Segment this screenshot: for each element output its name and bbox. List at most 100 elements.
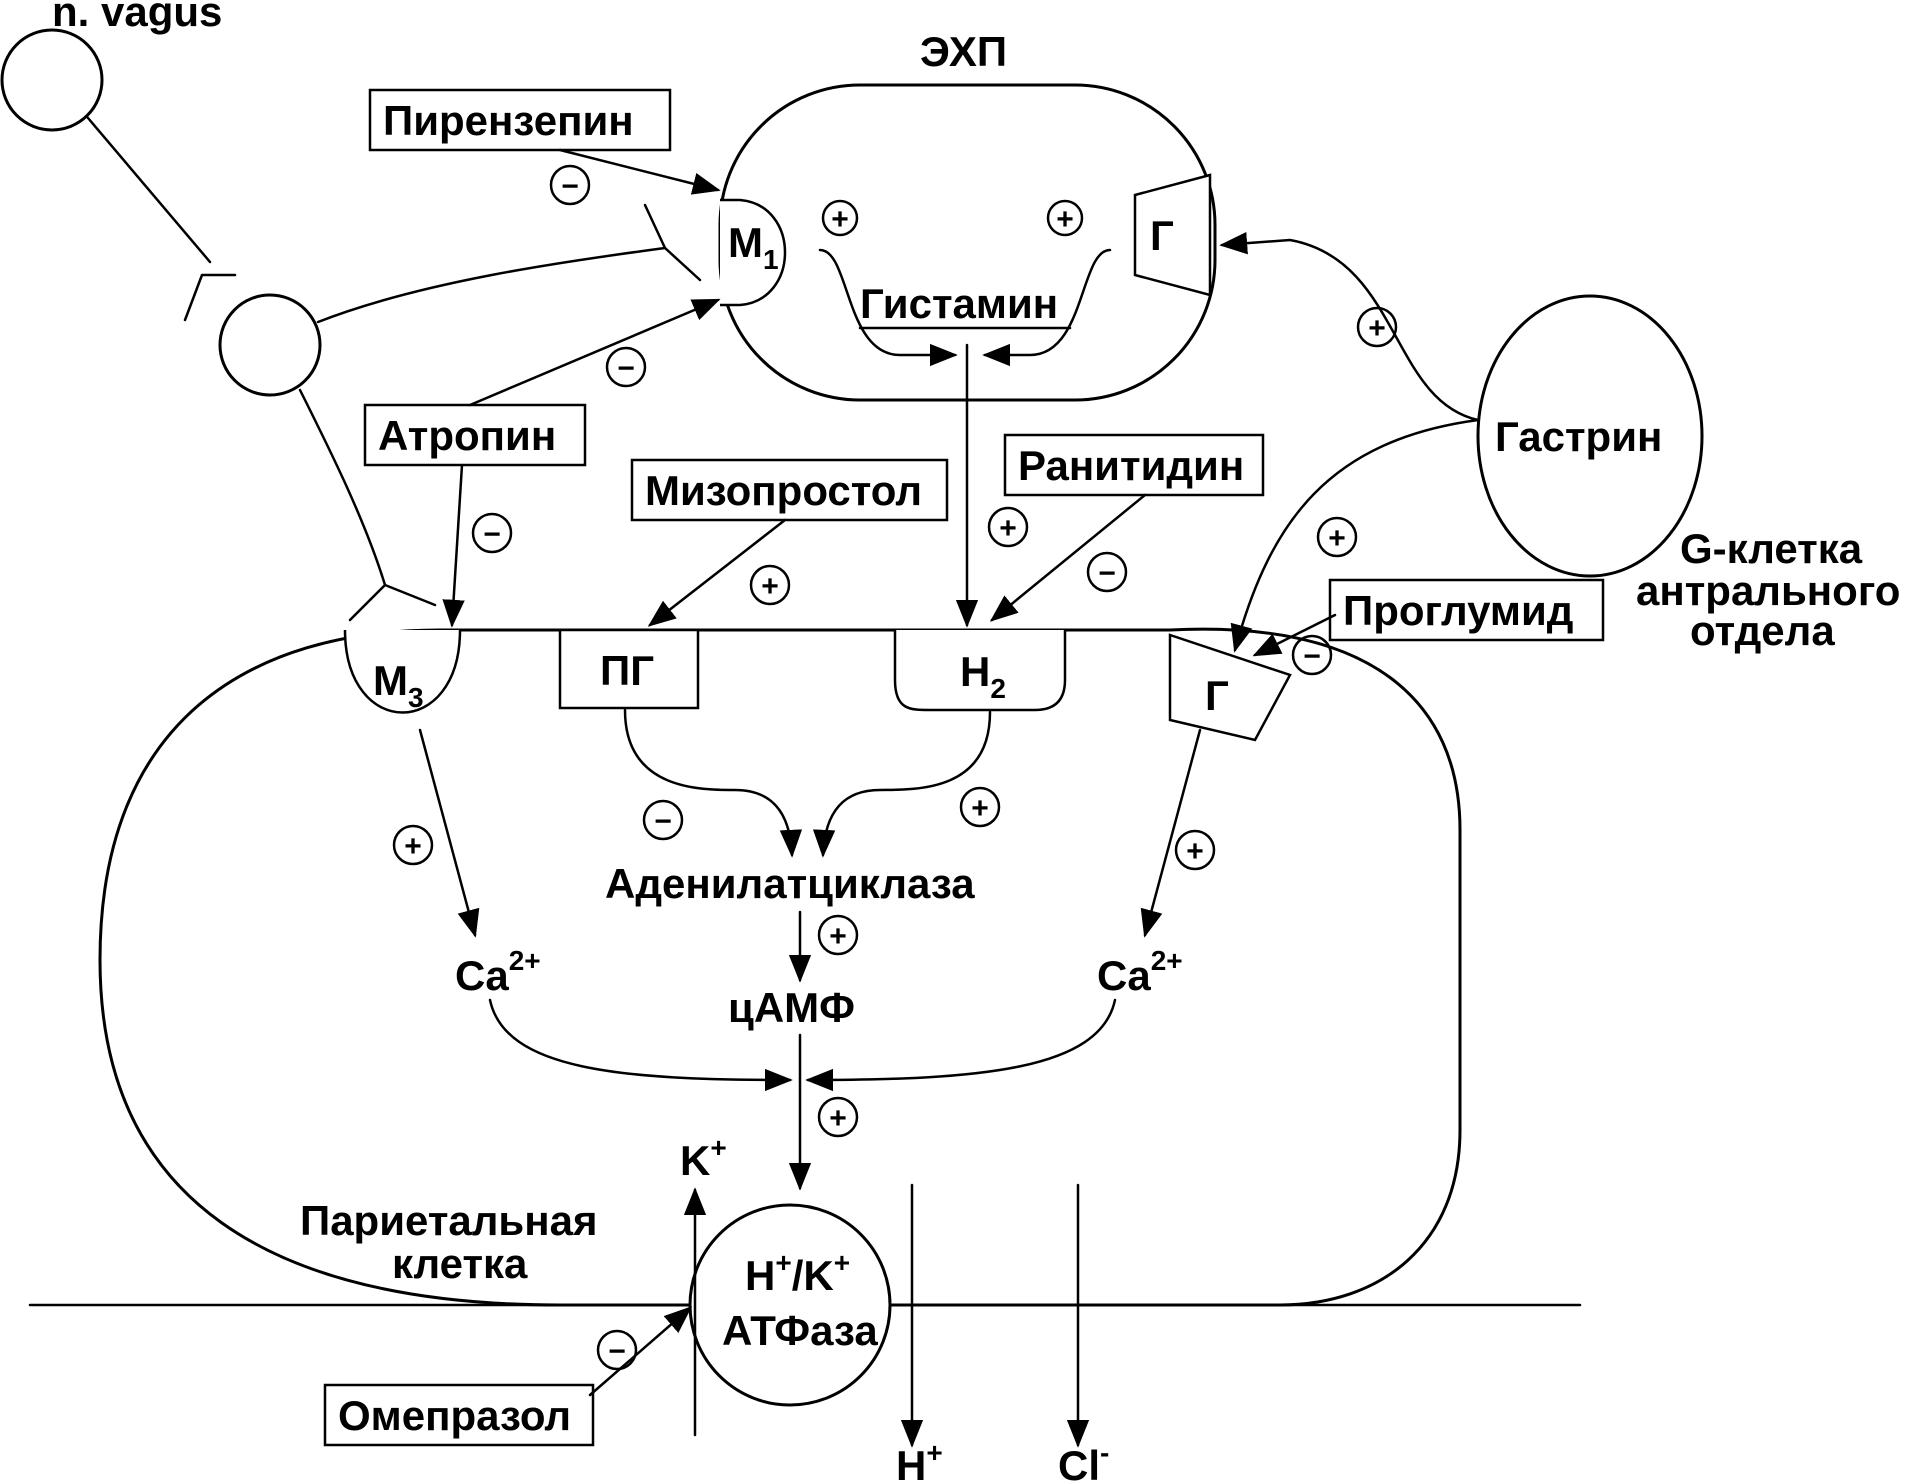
plus-sign-junction: +: [817, 1096, 859, 1138]
vagus-axon-m3: [298, 388, 387, 587]
gastrin-to-parietal-arrow: [1230, 418, 1480, 653]
svg-text:+: +: [404, 830, 422, 863]
svg-text:+: +: [831, 203, 849, 236]
svg-text:M3: M3: [373, 657, 424, 713]
minus-sign-pirenzepin: −: [549, 164, 591, 206]
vagus-label: n. vagus: [52, 0, 222, 35]
svg-text:K+: K+: [680, 1132, 727, 1184]
m3-receptor-sub: 3: [408, 682, 424, 713]
vagus-neuron-middle: [218, 293, 322, 397]
minus-sign-proglumid: −: [1291, 634, 1333, 676]
cl-ion-sup: -: [1100, 1437, 1109, 1468]
svg-text:−: −: [617, 352, 635, 385]
atropin-to-m3-arrow: [442, 463, 465, 628]
atpase-label: АТФаза: [722, 1307, 878, 1354]
g-cell-label-line1: G-клетка: [1680, 525, 1863, 572]
minus-sign-omeprazol: −: [596, 1329, 638, 1371]
svg-text:+: +: [999, 512, 1017, 545]
mizoprostol-arrow: [647, 518, 787, 627]
svg-text:H+: H+: [896, 1437, 943, 1482]
proglumid-arrow: [1252, 613, 1337, 657]
atropin-label: Атропин: [378, 412, 556, 459]
mizoprostol-box: [630, 458, 949, 522]
vagus-synapse-m3: [348, 583, 437, 622]
g-to-ca-arrow: [1140, 728, 1202, 938]
atropin-to-m1-arrow: [468, 298, 721, 407]
parietal-label-line1: Париетальная: [300, 1197, 598, 1244]
k-ion-label: K: [680, 1137, 710, 1184]
ca-right-sup: 2+: [1151, 945, 1183, 976]
atpase-k-sup: +: [834, 1247, 850, 1278]
g-receptor-parietal-label: Г: [1205, 672, 1229, 719]
svg-text:+: +: [1056, 203, 1074, 236]
plus-sign-m3-ca: +: [392, 824, 434, 866]
svg-text:Ca2+: Ca2+: [455, 945, 541, 999]
svg-text:−: −: [483, 518, 501, 551]
svg-text:Cl-: Cl-: [1058, 1437, 1109, 1482]
pg-receptor-label: ПГ: [600, 647, 654, 694]
g-to-histamin-arrow: [982, 248, 1112, 367]
h2-receptor-label: H: [960, 648, 990, 695]
m1-receptor: [720, 198, 787, 307]
plus-sign-h2-adenylate: +: [959, 786, 1001, 828]
m3-to-ca-arrow: [418, 728, 480, 938]
svg-text:Ca2+: Ca2+: [1097, 945, 1183, 999]
atpase-h-label: H: [745, 1252, 775, 1299]
svg-text:−: −: [561, 170, 579, 203]
ca-left-to-junction-arrow: [488, 998, 793, 1092]
atpase-h-sup: +: [775, 1247, 791, 1278]
ecl-label: ЭХП: [920, 28, 1007, 75]
ca-right-to-junction-arrow: [805, 998, 1117, 1092]
m3-receptor: [343, 629, 462, 714]
k-ion-sup: +: [710, 1132, 726, 1163]
parietal-label-line2: клетка: [392, 1240, 528, 1287]
vagus-synapse-m1: [643, 203, 702, 282]
ranitidin-label: Ранитидин: [1018, 442, 1244, 489]
h2-receptor: [893, 630, 1067, 712]
minus-sign-pg-adenylate: −: [642, 799, 684, 841]
plus-sign-ecl-left: +: [821, 199, 859, 237]
atpase-pump: [688, 1203, 892, 1407]
svg-text:−: −: [1098, 557, 1116, 590]
g-cell-label-line3: отдела: [1690, 607, 1835, 654]
svg-text:−: −: [1303, 640, 1321, 673]
parietal-cell: [98, 627, 1462, 1307]
g-receptor-ecl: [1133, 173, 1212, 297]
ranitidin-arrow: [989, 493, 1147, 622]
ca-left-sup: 2+: [509, 945, 541, 976]
adenylate-label: Аденилатциклаза: [605, 860, 975, 907]
vagus-neuron-top: [0, 28, 104, 132]
gastrin-to-ecl-arrow: [1219, 231, 1480, 422]
plus-sign-adenylate-camp: +: [817, 914, 859, 956]
svg-text:H2: H2: [960, 648, 1006, 704]
h-ion-label: H: [896, 1442, 926, 1482]
minus-sign-ranitidin: −: [1086, 551, 1128, 593]
svg-text:+: +: [829, 1102, 847, 1135]
m1-receptor-sub: 1: [763, 244, 779, 275]
vagus-axon-m1: [316, 246, 667, 324]
pirenzepin-arrow: [558, 148, 721, 195]
vagus-synapse-1: [183, 273, 237, 322]
atropin-box: [363, 403, 587, 467]
ca-right-label: Ca: [1097, 952, 1151, 999]
h-ion-sup: +: [926, 1437, 942, 1468]
svg-text:+: +: [1368, 312, 1386, 345]
proglumid-box: [1328, 578, 1605, 642]
h2-to-adenylate-arrow: [812, 710, 992, 858]
mizoprostol-label: Мизопростол: [645, 467, 922, 514]
g-receptor-parietal: [1168, 633, 1292, 742]
pg-receptor: [558, 628, 700, 710]
camp-label: цАМФ: [728, 984, 855, 1031]
svg-text:+: +: [971, 792, 989, 825]
ranitidin-box: [1003, 433, 1265, 497]
svg-text:−: −: [654, 805, 672, 838]
m1-receptor-label: M: [728, 219, 763, 266]
plus-sign-ecl-right: +: [1046, 199, 1084, 237]
atpase-k-label: /K: [792, 1252, 834, 1299]
pirenzepin-box: [368, 88, 672, 152]
minus-sign-atropin-m3: −: [471, 512, 513, 554]
pg-to-adenylate-arrow: [623, 708, 803, 858]
minus-sign-atropin-m1: −: [605, 346, 647, 388]
plus-sign-g-ca: +: [1174, 829, 1216, 871]
m3-receptor-label: M: [373, 657, 408, 704]
